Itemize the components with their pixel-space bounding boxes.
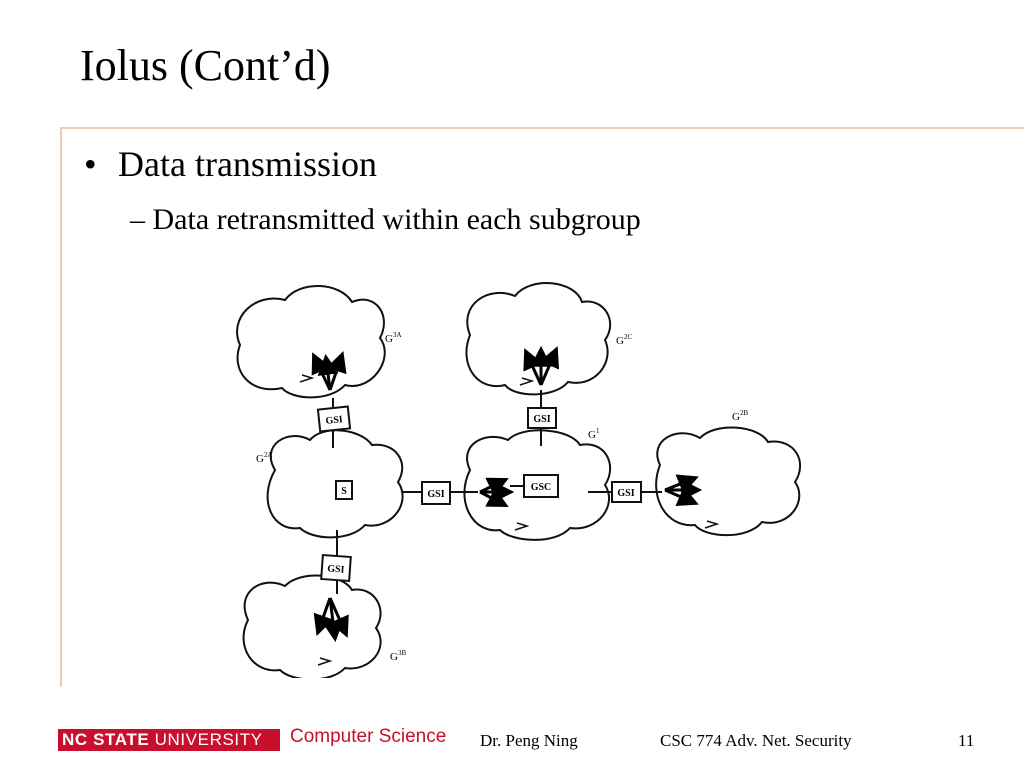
gsi-label: GSI: [325, 414, 343, 427]
slide-title: Iolus (Cont’d): [80, 41, 331, 90]
cloud-g2b: [655, 426, 801, 537]
gsi-box-top-left: [316, 405, 352, 433]
gsc-box: [523, 474, 559, 498]
cloud-g3b: [242, 574, 382, 678]
cloud-g2c: [465, 282, 611, 396]
cloud-g3a: [236, 285, 386, 399]
logo-bold-text: NC STATE: [62, 730, 150, 749]
sub-bullet-text: – Data retransmitted within each subgrou…: [130, 203, 641, 236]
source-box: [335, 480, 353, 500]
gsc-label: GSC: [531, 482, 552, 493]
gsi-box-center: [421, 481, 451, 505]
gsi-label: GSI: [427, 489, 444, 500]
group-label-g3b: G3B: [390, 649, 406, 663]
group-label-g3a: G3A: [385, 331, 402, 345]
source-label: S: [341, 486, 347, 497]
gsi-box-right: [611, 481, 642, 503]
page-number: 11: [958, 731, 975, 750]
iolus-diagram: GSI GSI GSI GSI GSI GSC S G3A G2C G2A G1…: [236, 282, 801, 678]
bullet-mark: •: [84, 144, 97, 184]
gsi-label: GSI: [617, 488, 634, 499]
group-label-g2c: G2C: [616, 333, 632, 347]
frame-left-line: [60, 127, 62, 687]
group-label-g2b: G2B: [732, 409, 748, 423]
gsi-box-bottom: [320, 553, 352, 583]
frame-top-line: [60, 127, 1024, 129]
gsi-box-top-middle: [527, 407, 557, 429]
logo-thin-text: UNIVERSITY: [154, 730, 263, 749]
gsi-label: GSI: [533, 414, 550, 425]
department-label: Computer Science: [290, 726, 447, 747]
course-label: CSC 774 Adv. Net. Security: [660, 731, 852, 750]
group-label-g1: G1: [588, 427, 600, 441]
bullet-text: Data transmission: [118, 144, 377, 184]
author-label: Dr. Peng Ning: [480, 731, 578, 750]
bullet-item: • Data transmission: [84, 143, 377, 185]
group-label-g2a: G2A: [256, 451, 273, 465]
gsi-label: GSI: [327, 563, 345, 575]
ncsu-logo: NC STATE UNIVERSITY: [58, 729, 280, 751]
